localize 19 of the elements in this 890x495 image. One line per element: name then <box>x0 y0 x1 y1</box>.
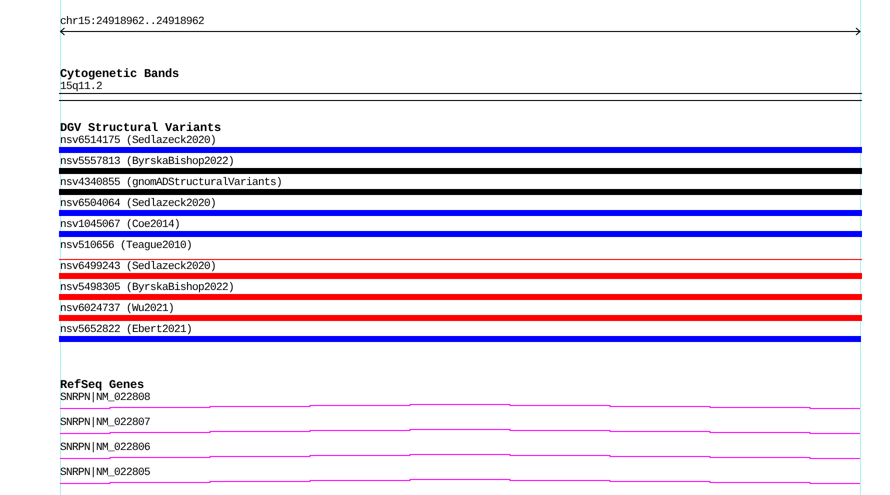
band-label: 15q11.2 <box>60 82 102 93</box>
variant-label: nsv6499243 (Sedlazeck2020) <box>60 262 216 273</box>
gene-label: SNRPN|NM_022808 <box>60 392 150 404</box>
track-title: Cytogenetic Bands <box>60 68 180 80</box>
variant-label: nsv1045067 (Coe2014) <box>60 220 180 231</box>
variant-label: nsv510656 (Teague2010) <box>60 240 192 252</box>
variant-label: nsv6024737 (Wu2021) <box>60 304 174 315</box>
variant-label: nsv6504064 (Sedlazeck2020) <box>60 198 216 210</box>
variant-label: nsv4340855 (gnomADStructuralVariants) <box>60 178 282 189</box>
track-title: RefSeq Genes <box>60 379 144 392</box>
track-title: DGV Structural Variants <box>60 122 222 134</box>
variant-label: nsv5498305 (ByrskaBishop2022) <box>60 282 234 294</box>
gene-label: SNRPN|NM_022805 <box>60 468 150 479</box>
variant-label: nsv5652822 (Ebert2021) <box>60 324 192 336</box>
variant-label: nsv5557813 (ByrskaBishop2022) <box>60 156 234 168</box>
coordinate-label: chr15:24918962..24918962 <box>60 16 204 28</box>
variant-label: nsv6514175 (Sedlazeck2020) <box>60 136 216 147</box>
gene-label: SNRPN|NM_022807 <box>60 418 150 429</box>
gene-label: SNRPN|NM_022806 <box>60 442 150 454</box>
